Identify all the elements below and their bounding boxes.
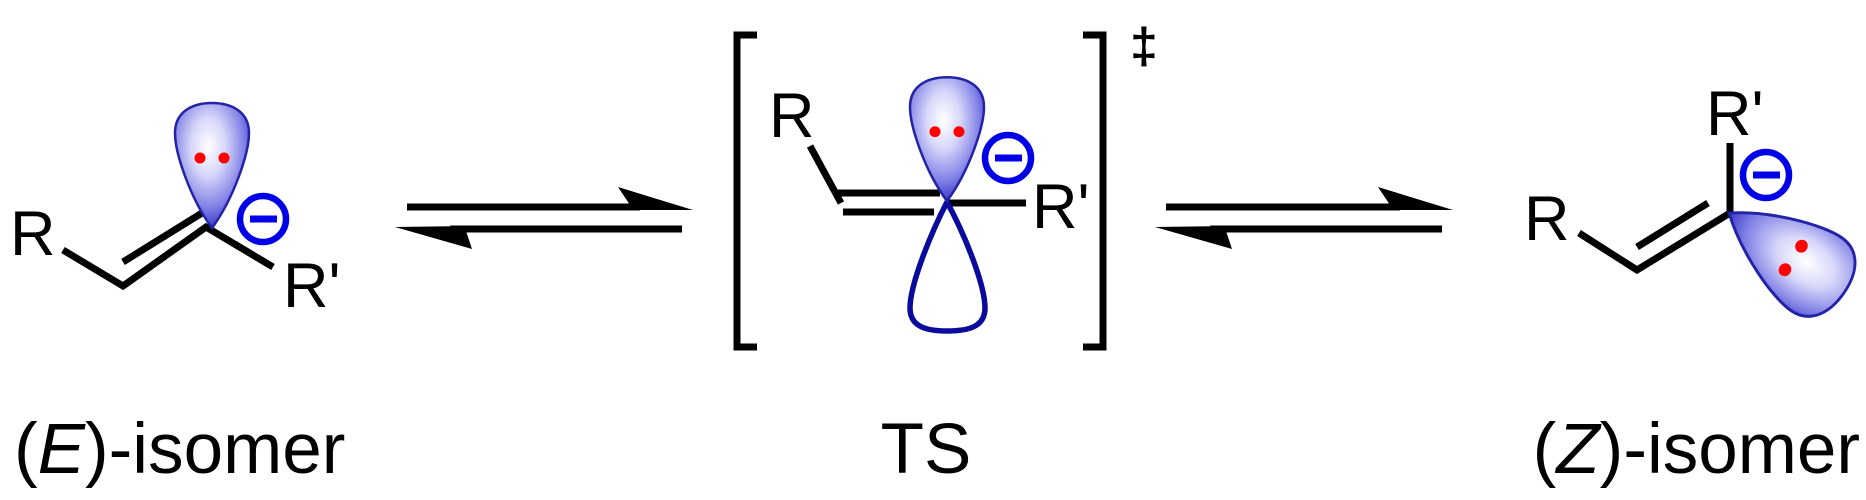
z-isomer-negative-charge-icon — [1739, 148, 1793, 202]
ts-lone-pair-orbital — [908, 76, 986, 203]
ts-r-bond — [806, 144, 845, 205]
ts-r-label: R — [769, 81, 815, 151]
equilibrium-arrows-right — [1155, 187, 1453, 249]
z-isomer-structure: R R' — [1524, 79, 1866, 332]
z-isomer-caption: (Z)-isomer — [1533, 410, 1860, 489]
ts-negative-charge-icon — [981, 131, 1035, 185]
z-isomer-r-label: R — [1524, 184, 1570, 254]
left-bracket — [733, 31, 757, 351]
e-isomer-r-label: R — [10, 199, 56, 269]
ts-caption: TS — [881, 410, 972, 489]
transition-state-structure: ‡ R R' — [733, 18, 1158, 351]
z-isomer-r-prime-label: R' — [1706, 79, 1764, 149]
double-dagger-symbol: ‡ — [1130, 18, 1158, 74]
ts-r-prime-label: R' — [1032, 172, 1090, 242]
z-isomer-double-bond — [1635, 200, 1710, 250]
right-bracket — [1083, 31, 1107, 351]
e-isomer-structure: R R' — [10, 101, 341, 321]
e-isomer-caption: (E)-isomer — [14, 410, 345, 489]
e-isomer-backbone-bond — [61, 222, 275, 291]
e-isomer-lone-pair-orbital — [173, 101, 251, 230]
z-isomer-backbone-bond — [1577, 210, 1732, 275]
e-isomer-r-prime-label: R' — [283, 251, 341, 321]
e-isomer-double-bond — [121, 210, 204, 265]
equilibrium-arrows-left — [395, 187, 693, 249]
ts-empty-p-orbital-lobe — [907, 196, 988, 334]
e-isomer-negative-charge-icon — [236, 192, 290, 246]
